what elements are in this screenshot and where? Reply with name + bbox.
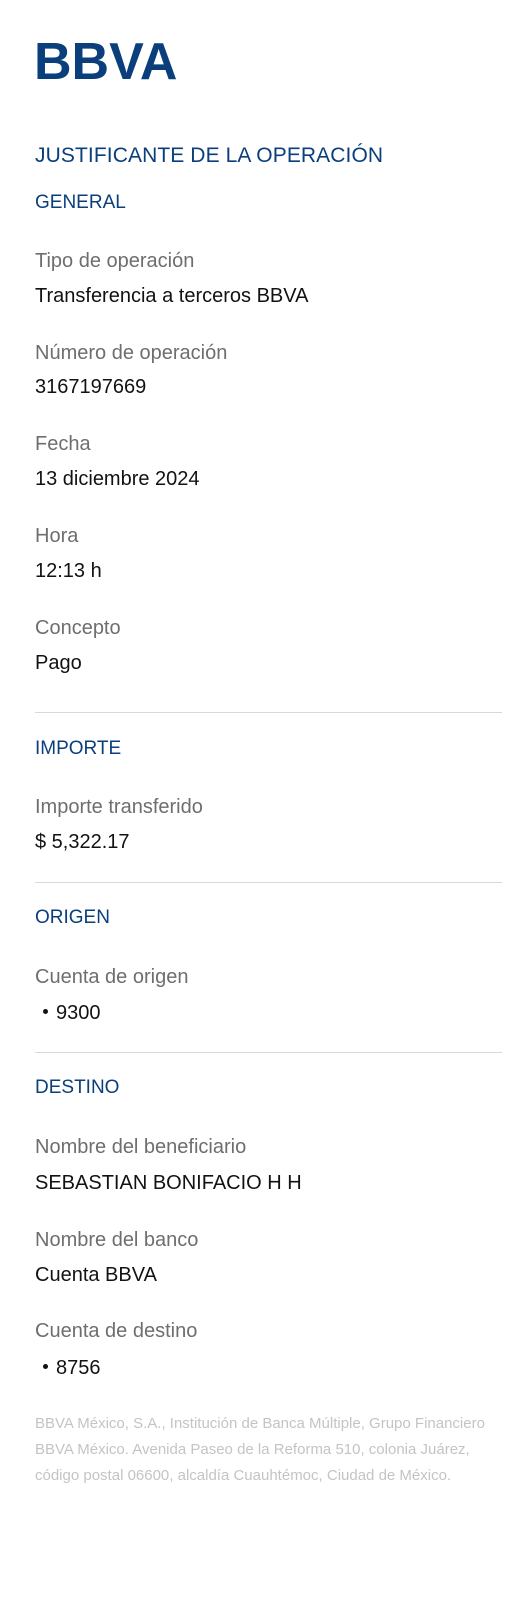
importe-transferido-value: $ 5,322.17	[35, 831, 130, 853]
cuenta-destino-digits: 8756	[56, 1357, 101, 1379]
numero-operacion-label: Número de operación	[35, 342, 228, 364]
cuenta-origen-digits: 9300	[56, 1002, 101, 1024]
legal-footer: BBVA México, S.A., Institución de Banca …	[35, 1415, 485, 1484]
beneficiario-value: SEBASTIAN BONIFACIO H H	[35, 1172, 302, 1194]
fecha-value: 13 diciembre 2024	[35, 468, 200, 490]
numero-operacion-value: 3167197669	[35, 376, 147, 398]
cuenta-origen-value: 9300	[35, 1002, 101, 1025]
mask-dot-icon	[43, 1364, 48, 1370]
hora-label: Hora	[35, 525, 79, 547]
divider	[35, 882, 502, 883]
banco-label: Nombre del banco	[35, 1229, 199, 1251]
cuenta-origen-label: Cuenta de origen	[35, 966, 189, 988]
page-title: JUSTIFICANTE DE LA OPERACIÓN	[35, 144, 384, 167]
divider	[35, 1052, 502, 1053]
concepto-value: Pago	[35, 652, 82, 674]
fecha-label: Fecha	[35, 433, 91, 455]
concepto-label: Concepto	[35, 617, 121, 639]
tipo-operacion-value: Transferencia a terceros BBVA	[35, 285, 309, 307]
bbva-logo: BBVA	[34, 36, 192, 84]
tipo-operacion-label: Tipo de operación	[35, 250, 195, 272]
section-title-origen: ORIGEN	[35, 907, 110, 928]
banco-value: Cuenta BBVA	[35, 1264, 157, 1286]
divider	[35, 712, 502, 713]
beneficiario-label: Nombre del beneficiario	[35, 1136, 247, 1158]
bbva-logo-text: BBVA	[34, 36, 177, 84]
cuenta-destino-value: 8756	[35, 1357, 101, 1380]
importe-transferido-label: Importe transferido	[35, 796, 203, 818]
hora-value: 12:13 h	[35, 560, 102, 582]
section-title-destino: DESTINO	[35, 1077, 120, 1098]
section-title-importe: IMPORTE	[35, 738, 122, 759]
section-title-general: GENERAL	[35, 192, 126, 213]
cuenta-destino-label: Cuenta de destino	[35, 1320, 198, 1342]
mask-dot-icon	[43, 1009, 48, 1015]
